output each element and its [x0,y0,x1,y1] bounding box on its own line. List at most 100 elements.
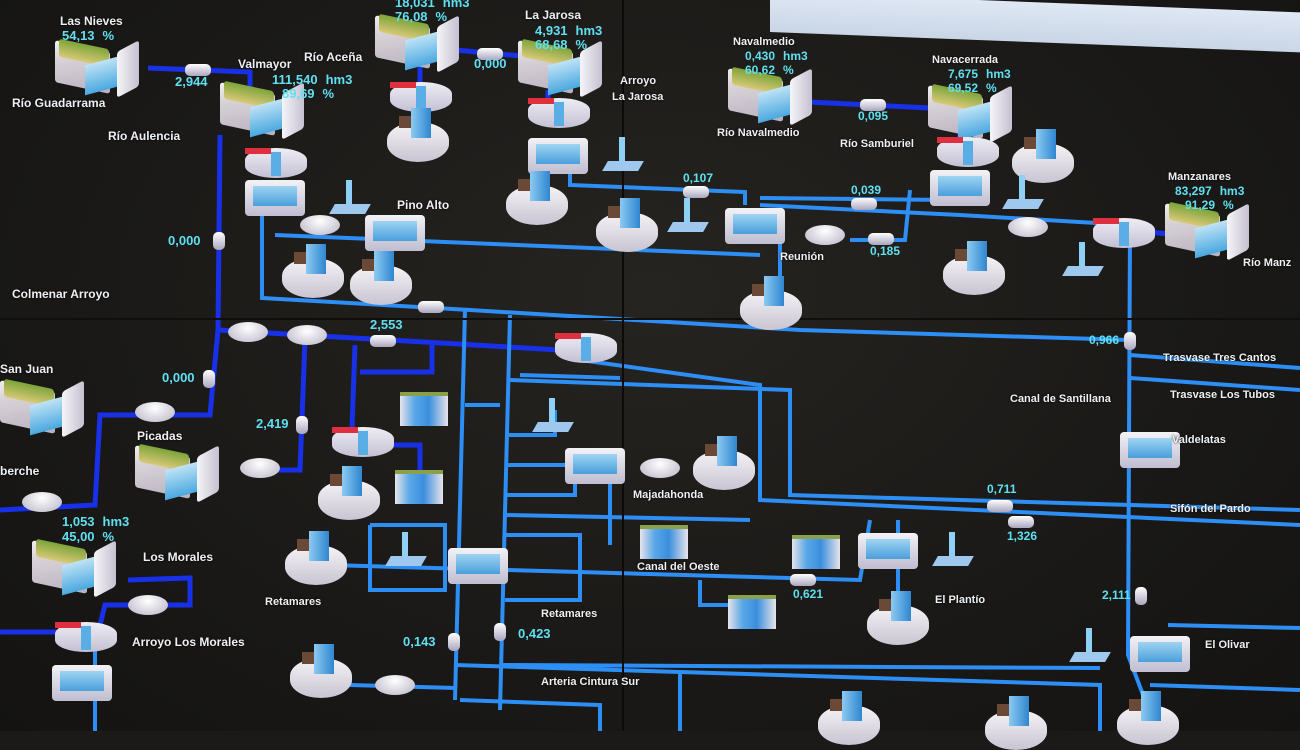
treatment-tank[interactable] [245,180,305,216]
treatment-plant-icon[interactable] [318,466,380,520]
reservoir-name: San Juan [0,362,54,376]
flow-meter[interactable] [185,64,211,76]
pipe [459,698,602,731]
volume-value: 1,053 [62,514,95,529]
percent-value: 69,52 [948,81,979,95]
unit: % [575,37,588,52]
treatment-plant-icon[interactable] [985,696,1047,750]
flow-meter[interactable] [860,99,886,111]
percent-value: 45,00 [62,529,95,544]
flow-meter[interactable] [987,500,1013,512]
majadahonda-tank[interactable] [565,448,625,484]
flow-value: 0,143 [403,634,436,649]
pump-icon[interactable] [287,325,327,345]
label-el-olivar: El Olivar [1205,639,1250,651]
pump-icon[interactable] [805,225,845,245]
pipe [274,233,761,257]
treatment-plant-icon[interactable] [1012,129,1074,183]
treatment-plant-icon[interactable] [596,198,658,252]
treatment-plant-icon[interactable] [693,436,755,490]
treatment-plant-icon[interactable] [285,531,347,585]
flow-meter[interactable] [203,370,215,388]
retamares-tank[interactable] [448,548,508,584]
el-plantio-tank[interactable] [858,533,918,569]
intake-tank[interactable] [528,98,590,128]
pump-icon[interactable] [640,458,680,478]
unit: hm3 [442,0,470,10]
treatment-tank[interactable] [52,665,112,701]
intake-tank[interactable] [245,148,307,178]
pipe [260,190,1131,342]
flow-meter[interactable] [494,623,506,641]
intake-tank[interactable] [332,427,394,457]
label-colmenar-arroyo: Colmenar Arroyo [12,287,110,301]
label-rio-manzanares: Río Manz [1243,257,1292,269]
reservoir-las-nieves[interactable] [55,38,145,98]
pump-icon[interactable] [375,675,415,695]
reservoir-percent: 91,29% [1185,199,1234,212]
pipe [360,345,435,375]
treatment-plant-icon[interactable] [943,241,1005,295]
treatment-plant-icon[interactable] [290,644,352,698]
treatment-plant-icon[interactable] [867,591,929,645]
treatment-plant-icon[interactable] [282,244,344,298]
flow-meter[interactable] [1124,332,1136,350]
treatment-plant-icon[interactable] [818,691,880,745]
pump-icon[interactable] [22,492,62,512]
intake-tank[interactable] [1093,218,1155,248]
unit: % [783,63,794,77]
reservoir-name: Valmayor [238,57,292,71]
flow-meter[interactable] [418,301,444,313]
label-majadahonda: Majadahonda [633,489,704,501]
flow-meter[interactable] [477,48,503,60]
treatment-plant-icon[interactable] [1117,691,1179,745]
pump-icon[interactable] [240,458,280,478]
flow-meter[interactable] [790,574,816,586]
flow-meter[interactable] [370,335,396,347]
intake-tank[interactable] [555,333,617,363]
flow-meter[interactable] [296,416,308,434]
reservoir-san-juan[interactable] [0,378,90,438]
reservoir-picadas[interactable] [135,443,225,503]
flow-value: 0,039 [851,183,882,197]
pump-icon[interactable] [128,595,168,615]
label-canal-de-santillana: Canal de Santillana [1010,393,1111,405]
flow-meter[interactable] [213,232,225,250]
pumping-station-icon [1005,175,1041,209]
flow-meter[interactable] [448,633,460,651]
intake-tank[interactable] [390,82,452,112]
flow-meter[interactable] [1008,516,1034,528]
valdelatas-tank[interactable] [1120,432,1180,468]
intake-tank[interactable] [937,137,999,167]
label-pino-alto: Pino Alto [397,198,450,212]
intake-tank[interactable] [55,622,117,652]
flow-meter[interactable] [683,186,709,198]
pipe [1125,229,1147,701]
flow-value: 2,944 [175,74,208,89]
reservoir-name: Picadas [137,429,183,443]
pump-icon[interactable] [228,322,268,342]
unit: % [435,9,448,24]
treatment-plant-icon[interactable] [740,276,802,330]
pipe [759,203,1131,227]
pump-icon[interactable] [300,215,340,235]
treatment-tank[interactable] [528,138,588,174]
pipe [505,533,582,602]
treatment-plant-icon[interactable] [350,251,412,305]
pipe [698,580,740,607]
treatment-plant-icon[interactable] [387,108,449,162]
pino-alto-tank[interactable] [365,215,425,251]
pump-icon[interactable] [1008,217,1048,237]
treatment-tank[interactable] [930,170,990,206]
volume-value: 0,430 [745,49,776,63]
el-olivar-tank[interactable] [1130,636,1190,672]
reservoir-percent: 45,00% [62,530,114,543]
flow-meter[interactable] [1135,587,1147,605]
flow-meter[interactable] [868,233,894,245]
reservoir-los-morales[interactable] [32,538,122,598]
reunion-tank[interactable] [725,208,785,244]
treatment-plant-icon[interactable] [506,171,568,225]
pump-icon[interactable] [135,402,175,422]
flow-meter[interactable] [851,198,877,210]
